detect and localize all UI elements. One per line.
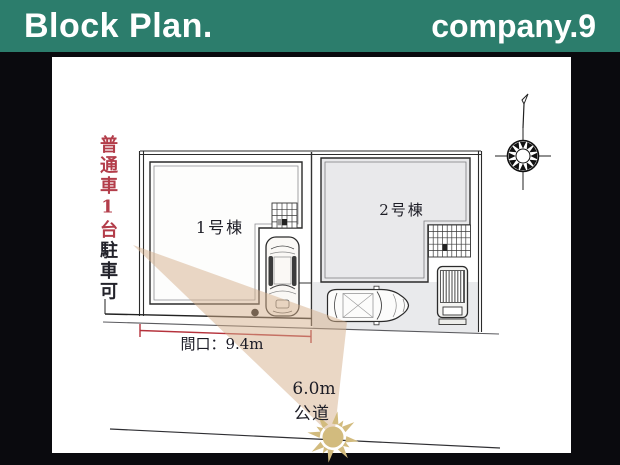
- brand-label: company.9: [431, 7, 596, 44]
- parking-note-highlight: 普通車1台: [97, 135, 118, 241]
- header-bar: Block Plan. company.9: [0, 0, 620, 52]
- building-1-label: 1号棟: [195, 218, 245, 237]
- compass-rose-icon: [495, 93, 551, 190]
- carport-icon: [436, 265, 469, 325]
- parking-note: 普通車1台駐車可: [94, 135, 120, 302]
- site-boundary-lines: [138, 150, 483, 332]
- sun-icon: [307, 411, 359, 463]
- page-title: Block Plan.: [24, 6, 213, 45]
- frontage-dimension-label: 間口：9.4m: [180, 335, 264, 353]
- road-edge-far: [109, 428, 501, 449]
- entrance-tile-2: [428, 224, 471, 258]
- building-2-label: 2号棟: [379, 201, 425, 219]
- entrance-tile-1: [271, 202, 298, 229]
- sunlight-beam: [133, 245, 347, 438]
- road-type-label: 公道: [294, 404, 330, 424]
- parking-note-rest: 駐車可: [97, 240, 118, 303]
- north-arrow-icon: [521, 93, 529, 129]
- road-width-label: 6.0m: [292, 379, 336, 399]
- car-2-top-view-icon: [326, 285, 410, 326]
- building-2-outline: [320, 157, 471, 283]
